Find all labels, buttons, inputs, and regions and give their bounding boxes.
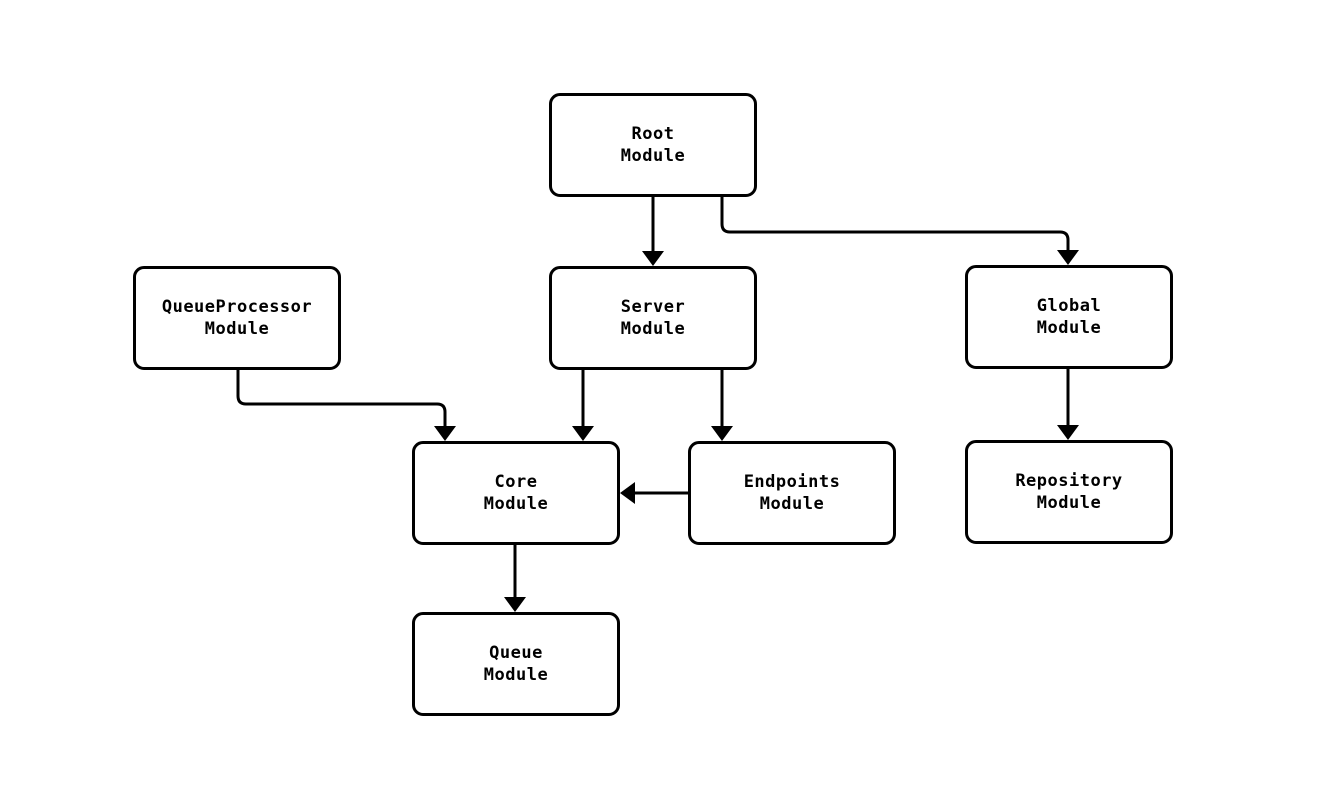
edge-root-to-server — [642, 197, 664, 266]
node-global-module: Global Module — [965, 265, 1173, 369]
node-root-module: Root Module — [549, 93, 757, 197]
node-server-module: Server Module — [549, 266, 757, 370]
edge-root-to-global — [720, 197, 1079, 265]
edge-queueprocessor-to-core — [236, 369, 456, 441]
node-endpoints-module: Endpoints Module — [688, 441, 896, 545]
node-repository-module: Repository Module — [965, 440, 1173, 544]
edge-global-to-repository — [1057, 369, 1079, 440]
edge-core-to-queue — [504, 545, 526, 612]
edge-endpoints-to-core — [620, 482, 688, 504]
edge-server-to-core — [572, 370, 594, 441]
node-queue-module: Queue Module — [412, 612, 620, 716]
node-queueprocessor-module: QueueProcessor Module — [133, 266, 341, 370]
edge-server-to-endpoints — [711, 370, 733, 441]
node-core-module: Core Module — [412, 441, 620, 545]
